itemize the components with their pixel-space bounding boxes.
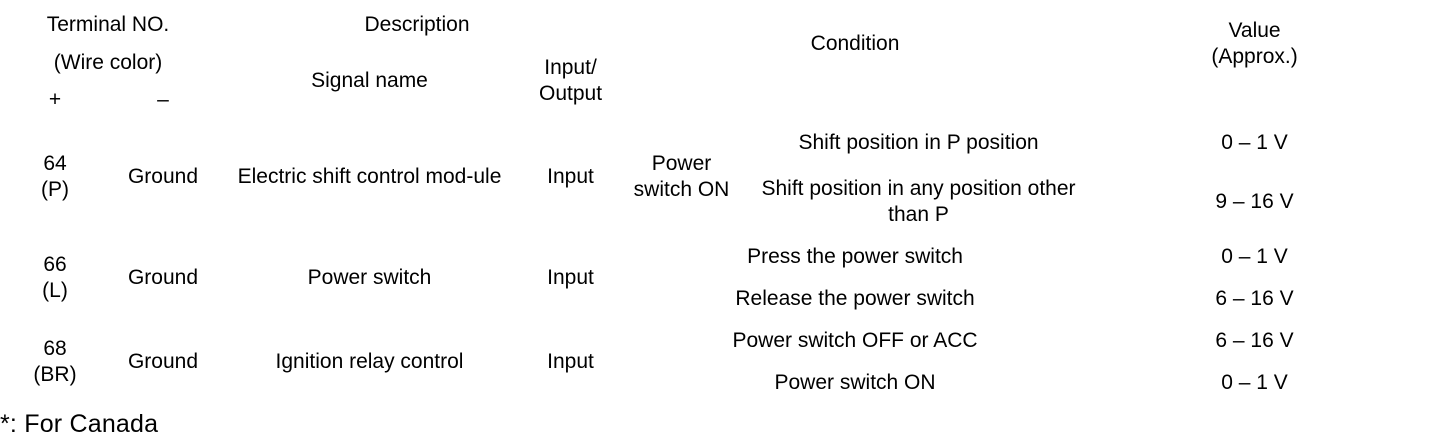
header-value-approx-label: (Approx.) xyxy=(1211,44,1298,68)
condition-text-value: Power switch ON xyxy=(774,371,936,395)
header-spacer-signal xyxy=(618,82,745,118)
header-polarity-plus: + xyxy=(0,82,110,118)
terminal-specification-table: Terminal NO. Description Condition Value… xyxy=(0,5,1417,404)
header-condition: Condition xyxy=(618,5,1092,82)
header-output-label: Output xyxy=(538,82,603,105)
header-value: Value (Approx.) xyxy=(1092,5,1417,82)
terminal-wire-color-value: (L) xyxy=(42,279,68,302)
ground-value: Ground xyxy=(127,266,199,290)
header-spacer-io xyxy=(745,82,1092,118)
terminal-number-value: 66 xyxy=(43,253,67,277)
header-description-label: Description xyxy=(364,12,470,36)
cell-value: 0 – 1 V xyxy=(1092,118,1417,167)
header-wire-color: (Wire color) xyxy=(0,44,216,82)
measurement-value: 0 – 1 V xyxy=(1221,130,1288,154)
cell-terminal-number: 64 (P) xyxy=(0,118,110,236)
cell-signal-name: Electric shift control mod-ule xyxy=(216,118,523,236)
cell-condition-text: Power switch ON xyxy=(618,362,1092,404)
cell-condition-text: Power switch OFF or ACC xyxy=(618,320,1092,362)
row-68-condition-1: 68 (BR) Ground Ignition relay control In… xyxy=(0,320,1417,386)
condition-text-value: Power switch OFF or ACC xyxy=(732,329,978,353)
row-66-condition-1: 66 (L) Ground Power switch Input Press t… xyxy=(0,236,1417,302)
input-output-value: Input xyxy=(547,350,594,374)
cell-value: 0 – 1 V xyxy=(1092,236,1417,278)
condition-text-value: Press the power switch xyxy=(747,245,963,269)
header-terminal-no-label: Terminal NO. xyxy=(46,12,170,36)
cell-input-output: Input xyxy=(523,320,618,404)
cell-value: 9 – 16 V xyxy=(1092,167,1417,236)
header-row-1: Terminal NO. Description Condition Value… xyxy=(0,5,1417,68)
table-header: Terminal NO. Description Condition Value… xyxy=(0,5,1417,118)
table-row: 64 (P) Ground Electric shift control mod… xyxy=(0,118,1417,236)
row-66-condition-2: Release the power switch 6 – 16 V xyxy=(0,278,1417,320)
header-minus-label: – xyxy=(157,88,169,112)
header-terminal-no: Terminal NO. xyxy=(0,5,216,44)
header-signal-name: Signal name xyxy=(216,44,523,118)
cell-condition-group: Power switch ON xyxy=(618,118,745,236)
cell-terminal-number: 68 (BR) xyxy=(0,320,110,404)
input-output-value: Input xyxy=(547,266,594,290)
cell-value: 0 – 1 V xyxy=(1092,362,1417,404)
header-signal-name-label: Signal name xyxy=(311,69,428,93)
input-output-value: Input xyxy=(547,165,594,189)
header-description: Description xyxy=(216,5,618,44)
measurement-value: 0 – 1 V xyxy=(1221,371,1288,395)
condition-text-value: Release the power switch xyxy=(735,287,975,311)
terminal-wire-color-value: (P) xyxy=(41,178,69,201)
footnote: *: For Canada xyxy=(0,410,159,438)
table-row: 68 (BR) Ground Ignition relay control In… xyxy=(0,320,1417,404)
cell-value: 6 – 16 V xyxy=(1092,278,1417,320)
cell-input-output: Input xyxy=(523,118,618,236)
condition-text-value: Shift position in any position other tha… xyxy=(761,176,1076,226)
signal-name-value: Power switch xyxy=(307,266,432,290)
condition-text-value: Shift position in P position xyxy=(798,130,1039,154)
header-input-label: Input/ xyxy=(544,56,597,80)
row-64-condition-1: 64 (P) Ground Electric shift control mod… xyxy=(0,118,1417,201)
header-condition-label: Condition xyxy=(810,31,900,55)
cell-signal-name: Ignition relay control xyxy=(216,320,523,404)
terminal-wire-color-value: (BR) xyxy=(33,363,77,386)
terminal-number-value: 68 xyxy=(43,337,67,361)
row-68-condition-2: Power switch ON 0 – 1 V xyxy=(0,362,1417,404)
measurement-value: 6 – 16 V xyxy=(1215,329,1294,353)
header-polarity-minus: – xyxy=(110,82,216,118)
header-wire-color-label: (Wire color) xyxy=(53,51,163,75)
header-spacer-condition xyxy=(1092,82,1417,118)
cell-ground: Ground xyxy=(110,118,216,236)
header-input-output: Input/ Output xyxy=(523,44,618,118)
signal-name-value: Electric shift control mod-ule xyxy=(237,165,502,189)
cell-condition-text: Press the power switch xyxy=(618,236,1092,278)
cell-condition-text: Shift position in P position xyxy=(745,118,1092,167)
row-64-condition-2: Shift position in any position other tha… xyxy=(0,167,1417,236)
header-plus-label: + xyxy=(48,88,62,112)
measurement-value: 9 – 16 V xyxy=(1215,189,1294,213)
header-row-2: (Wire color) Signal name Input/ Output xyxy=(0,44,1417,105)
cell-condition-text: Release the power switch xyxy=(618,278,1092,320)
cell-ground: Ground xyxy=(110,320,216,404)
measurement-value: 6 – 16 V xyxy=(1215,287,1294,311)
ground-value: Ground xyxy=(127,165,199,189)
cell-condition-text: Shift position in any position other tha… xyxy=(745,167,1092,236)
measurement-value: 0 – 1 V xyxy=(1221,245,1288,269)
cell-input-output: Input xyxy=(523,236,618,320)
signal-name-value: Ignition relay control xyxy=(275,350,464,374)
cell-terminal-number: 66 (L) xyxy=(0,236,110,320)
terminal-number-value: 64 xyxy=(43,152,67,176)
cell-value: 6 – 16 V xyxy=(1092,320,1417,362)
condition-group-value: Power switch ON xyxy=(633,152,730,201)
header-row-3: + – xyxy=(0,82,1417,118)
table-row: 66 (L) Ground Power switch Input Press t… xyxy=(0,236,1417,320)
cell-ground: Ground xyxy=(110,236,216,320)
ground-value: Ground xyxy=(127,350,199,374)
cell-signal-name: Power switch xyxy=(216,236,523,320)
header-value-label: Value xyxy=(1228,18,1281,42)
